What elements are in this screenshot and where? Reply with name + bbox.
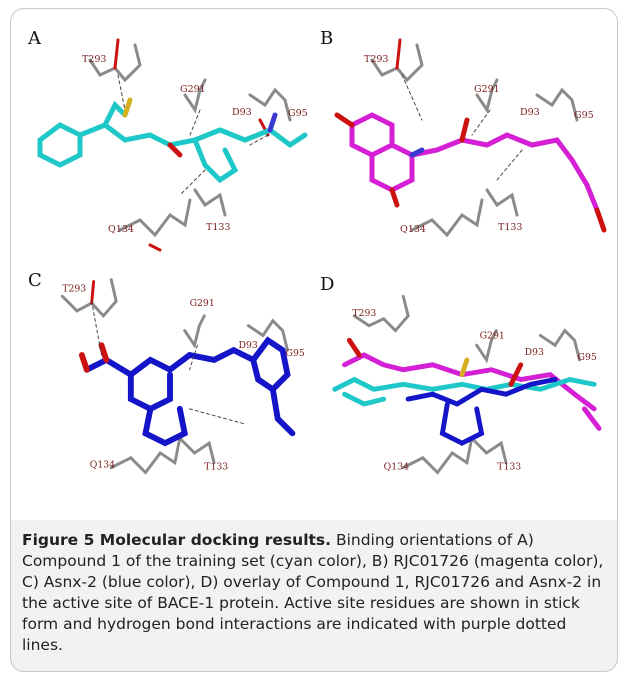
residue-label: Q134 — [384, 462, 409, 473]
panel-d: T293 G291 D93 G95 Q134 T133 D — [312, 262, 612, 497]
residue-label: D93 — [525, 347, 544, 358]
panel-b-structure: T293 G291 D93 G95 Q134 T133 — [334, 38, 607, 238]
residue-label: G291 — [180, 84, 206, 95]
panel-c-structure: T293 G291 D93 G95 Q134 T133 — [60, 278, 305, 475]
caption-box — [10, 520, 618, 672]
figure-caption: Figure 5 Molecular docking results. Bind… — [22, 530, 607, 656]
residue-label: G95 — [578, 352, 597, 363]
panel-label: D — [320, 274, 335, 295]
residue-label: Q134 — [400, 224, 426, 235]
residue-label: G291 — [474, 84, 500, 95]
residue-label: T293 — [364, 54, 388, 65]
residue-label: Q134 — [108, 224, 134, 235]
residue-label: T133 — [498, 222, 522, 233]
panel-label: B — [320, 28, 334, 49]
residue-label: G291 — [480, 330, 505, 341]
panel-c: T293 G291 D93 G95 Q134 T133 C — [20, 262, 320, 497]
residue-label: T293 — [82, 54, 106, 65]
residue-label: T133 — [206, 222, 230, 233]
panel-label: C — [28, 270, 42, 291]
caption-title: Figure 5 Molecular docking results. — [22, 531, 332, 549]
residue-label: D93 — [239, 340, 258, 351]
residue-label: G291 — [190, 298, 215, 309]
residue-label: T293 — [352, 308, 376, 319]
residue-label: D93 — [232, 107, 252, 118]
caption-text: Binding orientations of A) Compound 1 of… — [22, 531, 604, 654]
panel-b: T293 G291 D93 G95 Q134 T133 B — [312, 20, 612, 255]
panel-a: T293 G291 D93 G95 Q134 T133 A — [20, 20, 320, 255]
residue-label: T133 — [497, 462, 521, 473]
panel-label: A — [28, 28, 41, 49]
residue-label: Q134 — [90, 460, 115, 471]
panel-a-structure: T293 G291 D93 G95 Q134 T133 — [37, 38, 308, 252]
panel-d-structure: T293 G291 D93 G95 Q134 T133 — [332, 294, 602, 475]
residue-label: T293 — [62, 283, 86, 294]
residue-label: G95 — [288, 108, 308, 119]
residue-label: T133 — [204, 462, 228, 473]
residue-label: D93 — [520, 107, 540, 118]
residue-label: G95 — [286, 348, 305, 359]
residue-label: G95 — [574, 110, 594, 121]
